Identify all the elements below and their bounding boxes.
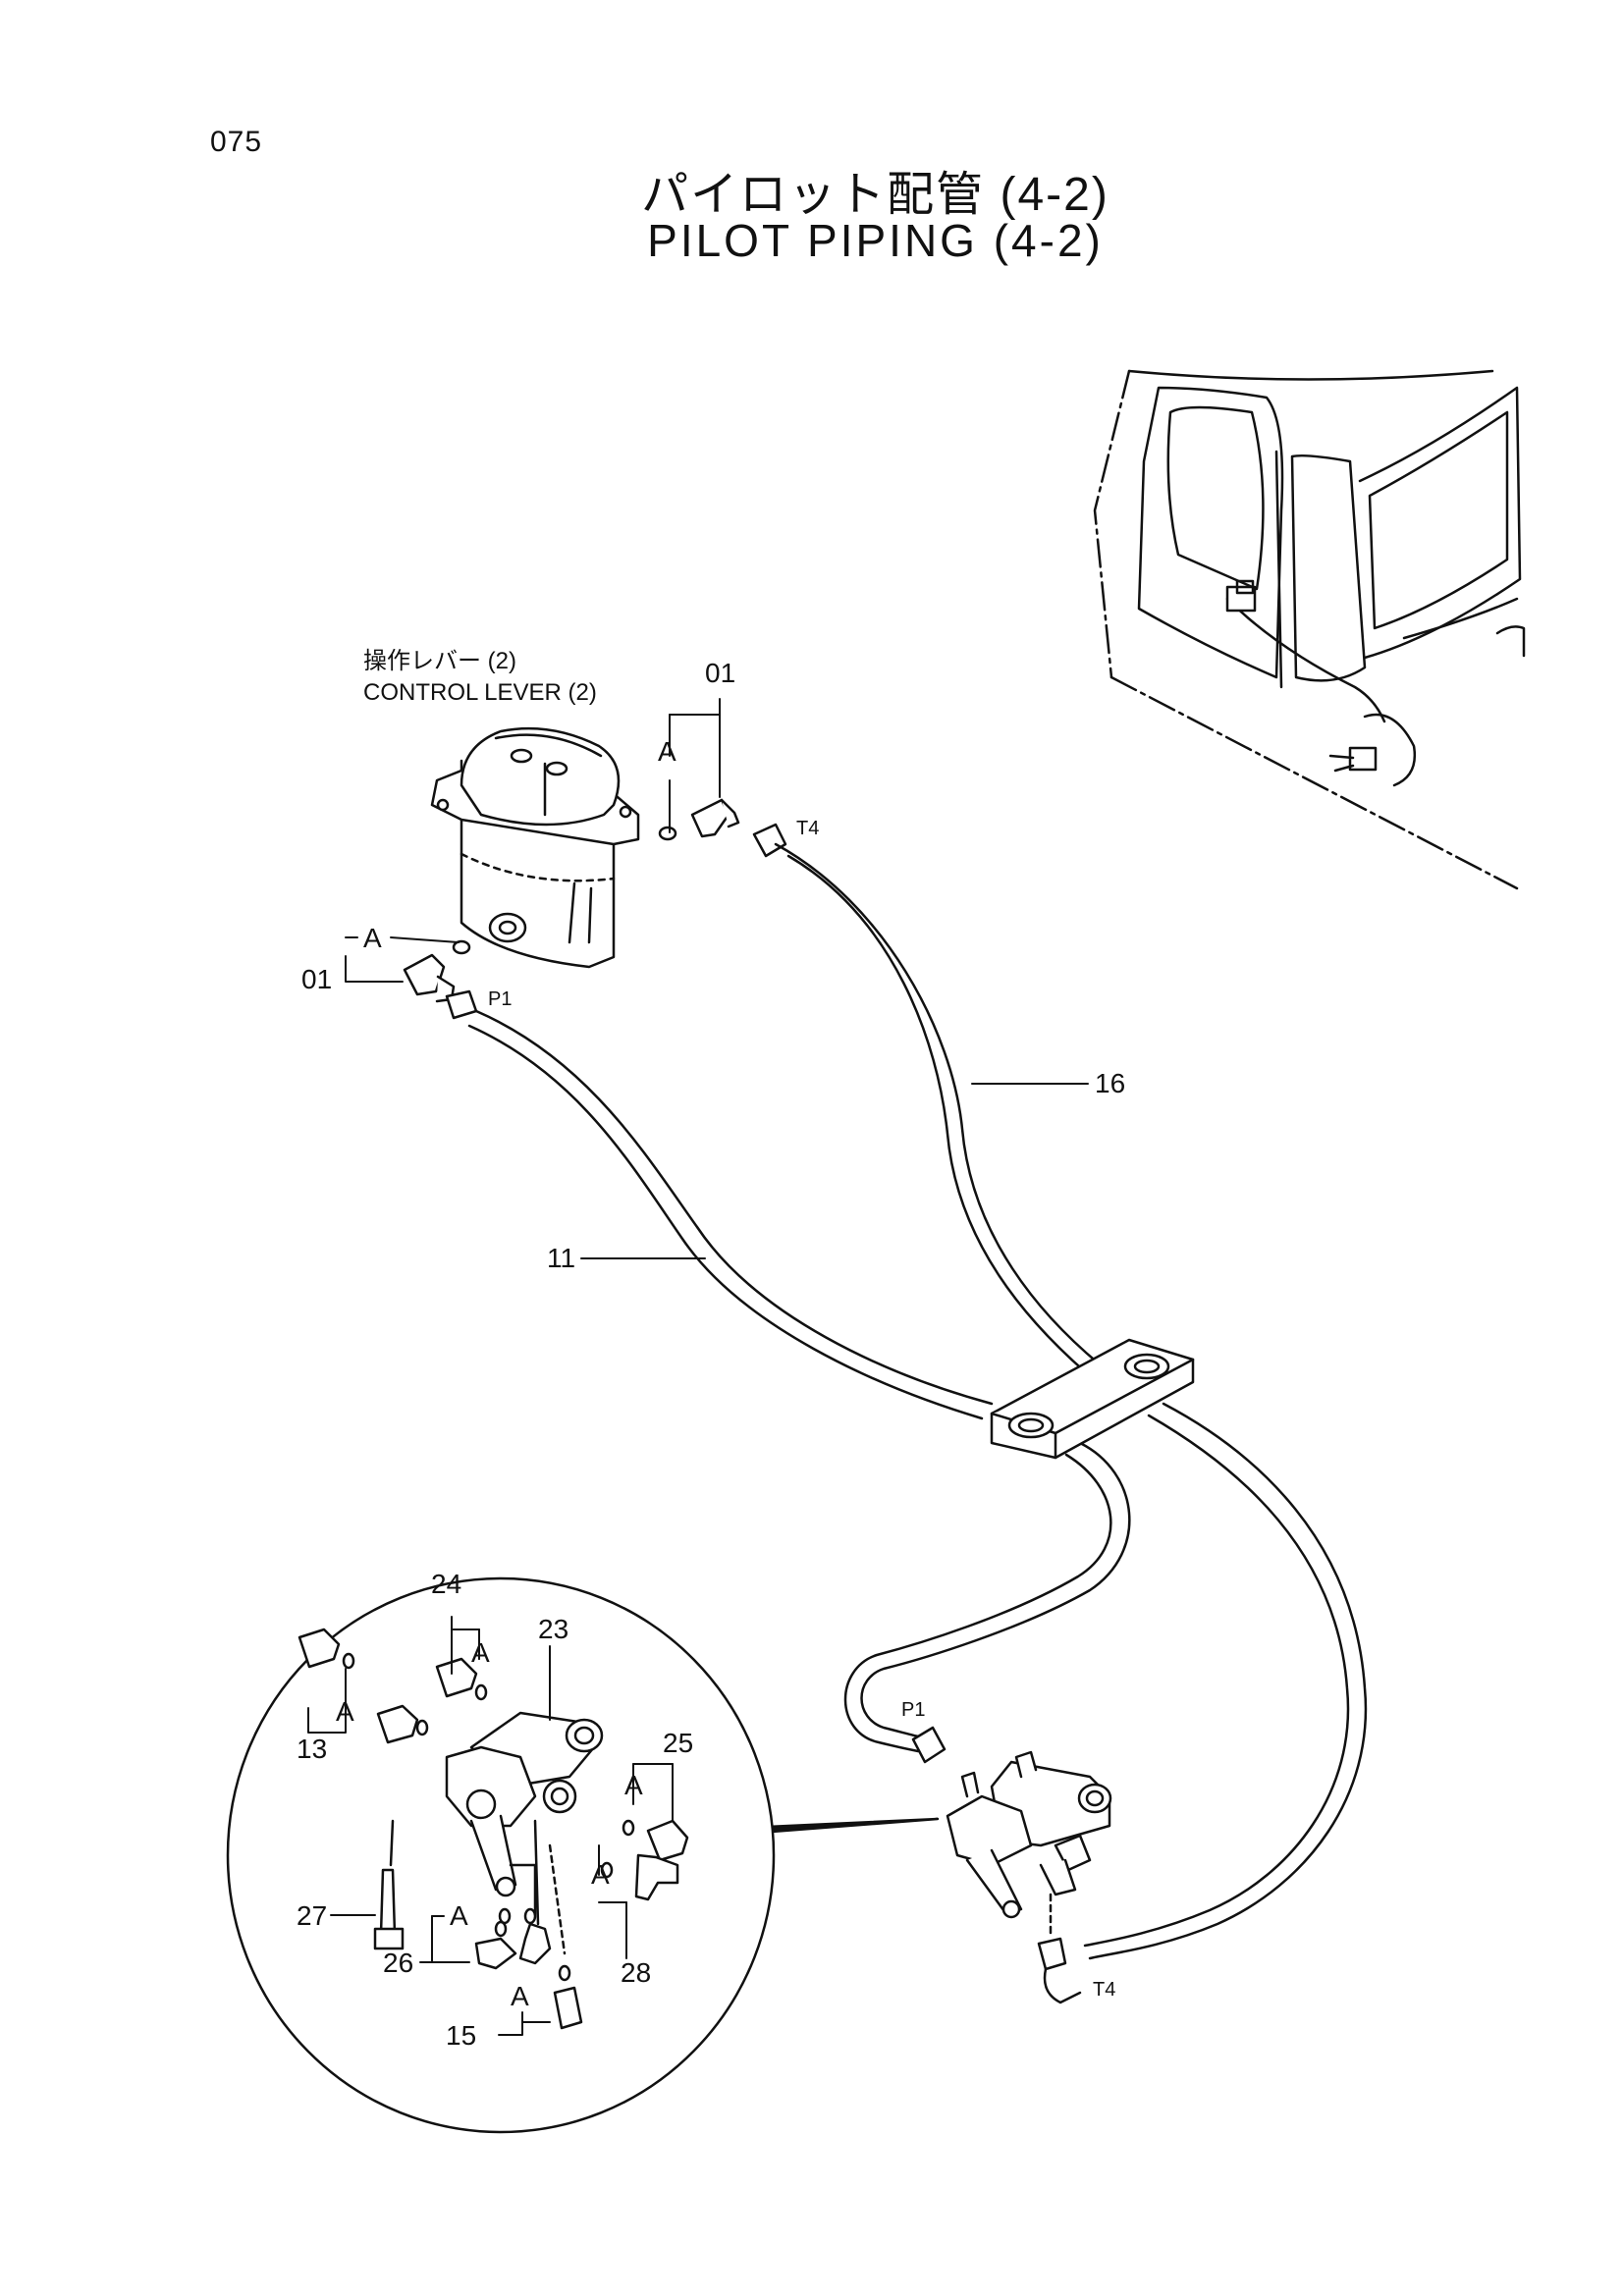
callout-13: 13 bbox=[297, 1734, 328, 1764]
control-lever-label-en: CONTROL LEVER (2) bbox=[363, 679, 597, 706]
lower-elbow-fitting bbox=[403, 939, 478, 1020]
group-letter-a-upper: A bbox=[658, 736, 676, 767]
callout-23: 23 bbox=[538, 1614, 569, 1644]
cab-location-inset bbox=[1093, 369, 1526, 890]
callout-24: 24 bbox=[431, 1569, 462, 1599]
page-number: 075 bbox=[210, 126, 263, 158]
detail-view bbox=[226, 1576, 776, 2134]
callout-25: 25 bbox=[663, 1728, 694, 1758]
port-t4-lower: T4 bbox=[1093, 1979, 1116, 2001]
group-letter-a-25: A bbox=[624, 1770, 643, 1800]
group-letter-a-13: A bbox=[336, 1696, 354, 1727]
hose-clamp-plate bbox=[990, 1338, 1195, 1460]
callout-16: 16 bbox=[1095, 1068, 1126, 1098]
callout-26: 26 bbox=[383, 1948, 414, 1978]
detail-pointer bbox=[744, 1817, 940, 1836]
hose-11 bbox=[467, 1009, 1131, 1753]
group-letter-a-26: A bbox=[450, 1900, 468, 1931]
callout-15: 15 bbox=[446, 2020, 477, 2051]
callout-28: 28 bbox=[621, 1957, 652, 1988]
shuttle-valve-assembly bbox=[911, 1726, 1112, 2004]
upper-elbow-fitting bbox=[658, 798, 787, 858]
page-title-japanese: パイロット配管 (4-2) bbox=[641, 169, 1109, 221]
leader-lines bbox=[307, 698, 1089, 2036]
port-p1-upper: P1 bbox=[488, 988, 513, 1010]
page-title-english: PILOT PIPING (4-2) bbox=[647, 215, 1104, 266]
callout-27: 27 bbox=[297, 1900, 328, 1931]
group-letter-a-lower: A bbox=[363, 923, 382, 953]
control-lever-body bbox=[430, 726, 640, 969]
control-lever-label-jp: 操作レバー (2) bbox=[363, 648, 516, 674]
callout-01-lower: 01 bbox=[301, 964, 333, 994]
callout-01-upper: 01 bbox=[705, 658, 736, 688]
callout-11: 11 bbox=[547, 1243, 576, 1273]
group-letter-a-28: A bbox=[591, 1859, 610, 1890]
group-letter-a-15: A bbox=[511, 1981, 529, 2011]
port-t4-upper: T4 bbox=[796, 818, 820, 839]
port-p1-lower: P1 bbox=[901, 1699, 926, 1721]
group-letter-a-24: A bbox=[471, 1637, 490, 1668]
hose-16 bbox=[774, 842, 1368, 1960]
